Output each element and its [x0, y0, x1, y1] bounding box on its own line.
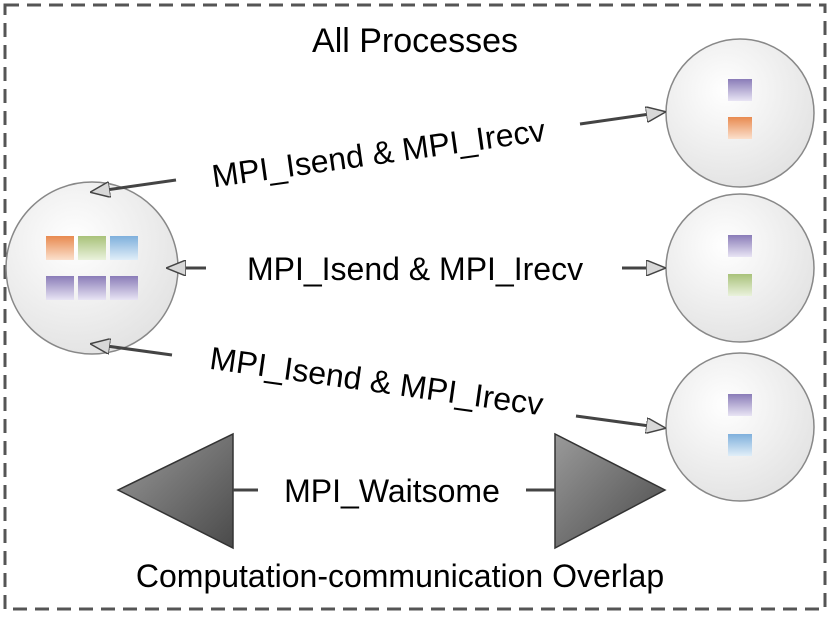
data-block-purple — [728, 235, 752, 257]
data-block-blue — [728, 434, 752, 456]
root-process-node — [5, 181, 179, 355]
data-block-purple — [728, 394, 752, 416]
footer-caption: Computation-communication Overlap — [136, 558, 664, 594]
arrow-label-1: MPI_Isend & MPI_Irecv — [210, 112, 548, 194]
outer-dashed-border — [3, 3, 827, 611]
communication-arrow-1: MPI_Isend & MPI_Irecv — [92, 112, 664, 194]
right-triangle — [554, 432, 667, 550]
arrow-label-3: MPI_Isend & MPI_Irecv — [208, 340, 546, 422]
data-block-orange — [46, 236, 74, 260]
data-block-green — [78, 236, 106, 260]
data-block-green — [728, 274, 752, 296]
peer-process-node-1 — [665, 38, 815, 188]
data-block-purple — [46, 276, 74, 300]
arrow-label-2: MPI_Isend & MPI_Irecv — [247, 251, 583, 287]
diagram-title: All Processes — [312, 22, 518, 60]
data-block-purple — [110, 276, 138, 300]
data-block-purple — [728, 79, 752, 101]
peer-process-node-3 — [665, 352, 815, 502]
data-block-purple — [78, 276, 106, 300]
waitsome-overlap-indicator: MPI_Waitsome — [116, 432, 667, 550]
data-block-blue — [110, 236, 138, 260]
peer-process-node-2 — [665, 193, 815, 343]
data-block-orange — [728, 117, 752, 139]
left-triangle — [116, 432, 234, 550]
waitsome-label: MPI_Waitsome — [284, 473, 500, 509]
communication-arrow-3: MPI_Isend & MPI_Irecv — [92, 340, 664, 428]
communication-arrow-2: MPI_Isend & MPI_Irecv — [168, 251, 664, 287]
